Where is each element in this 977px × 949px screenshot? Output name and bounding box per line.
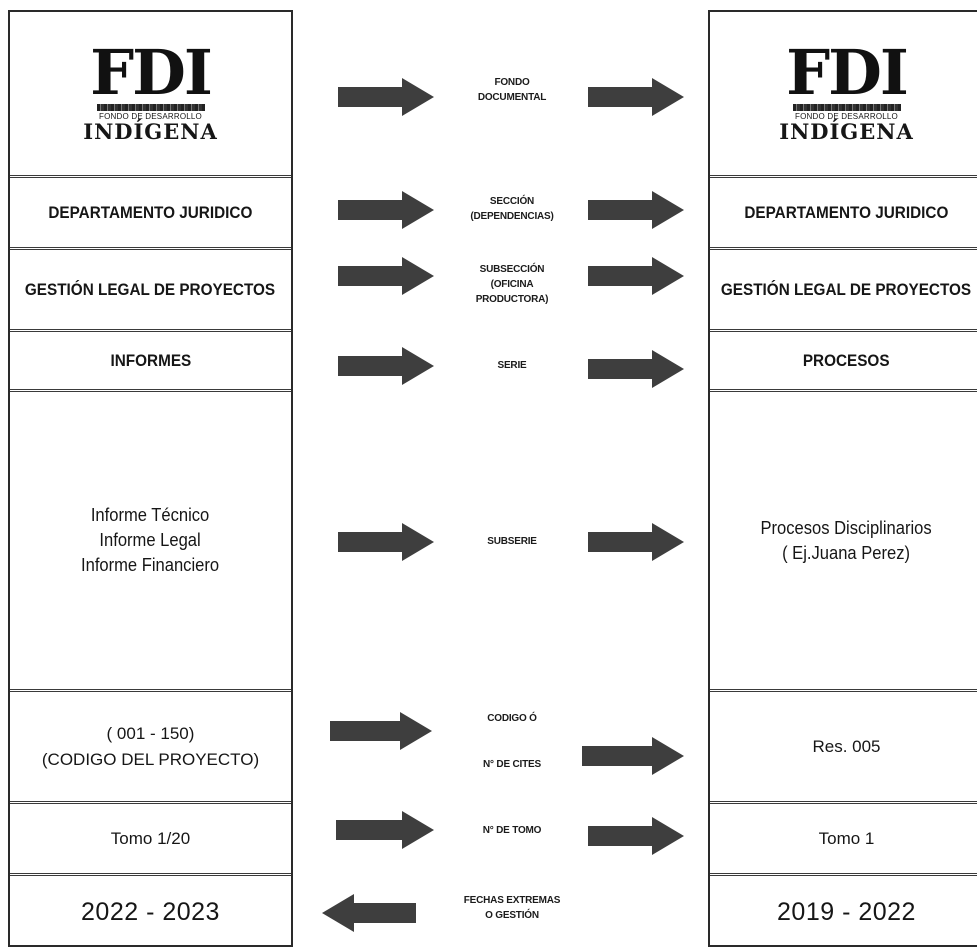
- arrow-right-icon: [588, 191, 684, 229]
- label-line: PRODUCTORA): [475, 294, 549, 305]
- label-line: DOCUMENTAL: [477, 92, 547, 103]
- arrow-right-icon: [588, 78, 684, 116]
- right-code: Res. 005: [812, 736, 881, 756]
- right-years: 2019 - 2022: [777, 898, 916, 926]
- label-subserie: SUBSERIE: [487, 536, 537, 547]
- label-line: FECHAS EXTREMAS: [463, 895, 561, 906]
- left-subseries-2: Informe Legal: [99, 530, 202, 550]
- left-subseries-cell: Informe Técnico Informe Legal Informe Fi…: [10, 392, 291, 692]
- left-subseries-1: Informe Técnico: [91, 505, 210, 525]
- arrow-left-icon: [322, 894, 416, 932]
- right-series-cell: PROCESOS: [710, 332, 977, 392]
- arrow-right-icon: [588, 350, 684, 388]
- arrow-right-icon: [588, 817, 684, 855]
- left-series-cell: INFORMES: [10, 332, 291, 392]
- right-department: DEPARTAMENTO JURIDICO: [744, 202, 949, 222]
- right-office-cell: GESTIÓN LEGAL DE PROYECTOS: [710, 250, 977, 332]
- right-code-cell: Res. 005: [710, 692, 977, 804]
- arrow-right-icon: [582, 737, 684, 775]
- left-department-cell: DEPARTAMENTO JURIDICO: [10, 178, 291, 250]
- left-code-note: (CODIGO DEL PROYECTO): [41, 749, 260, 769]
- label-line: O GESTIÓN: [485, 910, 539, 921]
- arrow-right-icon: [336, 811, 434, 849]
- logo-barcode-stripe: [96, 104, 205, 111]
- arrow-right-icon: [338, 191, 434, 229]
- label-codigo: CODIGO Ó: [487, 713, 537, 724]
- logo-barcode-stripe: [792, 104, 901, 111]
- arrow-right-icon: [338, 523, 434, 561]
- right-years-cell: 2019 - 2022: [710, 876, 977, 949]
- left-years: 2022 - 2023: [81, 898, 220, 926]
- left-volume: Tomo 1/20: [110, 828, 191, 848]
- arrow-right-icon: [338, 347, 434, 385]
- left-volume-cell: Tomo 1/20: [10, 804, 291, 876]
- right-subseries-cell: Procesos Disciplinarios ( Ej.Juana Perez…: [710, 392, 977, 692]
- logo-name: INDÍGENA: [83, 119, 218, 144]
- label-line: SUBSECCIÓN: [479, 264, 545, 275]
- left-office: GESTIÓN LEGAL DE PROYECTOS: [25, 279, 276, 299]
- arrow-right-icon: [588, 257, 684, 295]
- label-line: FONDO: [494, 77, 530, 88]
- arrow-right-icon: [338, 257, 434, 295]
- left-department: DEPARTAMENTO JURIDICO: [48, 202, 253, 222]
- left-subseries-3: Informe Financiero: [81, 555, 220, 575]
- right-volume-cell: Tomo 1: [710, 804, 977, 876]
- right-volume: Tomo 1: [818, 828, 875, 848]
- label-fondo-documental: FONDO DOCUMENTAL: [447, 75, 577, 105]
- logo-name: INDÍGENA: [779, 119, 914, 144]
- left-office-cell: GESTIÓN LEGAL DE PROYECTOS: [10, 250, 291, 332]
- right-office: GESTIÓN LEGAL DE PROYECTOS: [721, 279, 972, 299]
- label-fechas: FECHAS EXTREMAS O GESTIÓN: [447, 893, 577, 923]
- label-line: SECCIÓN: [489, 196, 535, 207]
- right-subseries-2: ( Ej.Juana Perez): [782, 542, 911, 563]
- logo-subtitle: FONDO DE DESARROLLO: [795, 112, 898, 121]
- label-seccion: SECCIÓN (DEPENDENCIAS): [447, 194, 577, 224]
- fdi-logo-left: FDI FONDO DE DESARROLLO INDÍGENA: [10, 12, 291, 178]
- logo-wordmark: FDI: [786, 36, 909, 109]
- label-tomo: N° DE TOMO: [482, 825, 542, 836]
- right-column: FDI FONDO DE DESARROLLO INDÍGENA DEPARTA…: [708, 10, 977, 947]
- right-subseries-1: Procesos Disciplinarios: [760, 517, 933, 538]
- label-subseccion: SUBSECCIÓN (OFICINA PRODUCTORA): [447, 262, 577, 307]
- left-years-cell: 2022 - 2023: [10, 876, 291, 949]
- arrow-right-icon: [588, 523, 684, 561]
- left-series: INFORMES: [110, 350, 191, 370]
- logo-wordmark: FDI: [90, 36, 213, 109]
- label-cites: N° DE CITES: [483, 759, 541, 770]
- label-line: (DEPENDENCIAS): [470, 211, 554, 222]
- fdi-logo-right: FDI FONDO DE DESARROLLO INDÍGENA: [710, 12, 977, 178]
- arrow-right-icon: [330, 712, 432, 750]
- logo-subtitle: FONDO DE DESARROLLO: [99, 112, 202, 121]
- arrow-right-icon: [338, 78, 434, 116]
- label-line: (OFICINA: [490, 279, 534, 290]
- right-department-cell: DEPARTAMENTO JURIDICO: [710, 178, 977, 250]
- left-code-range: ( 001 - 150): [106, 723, 195, 743]
- label-serie: SERIE: [497, 360, 527, 371]
- right-series: PROCESOS: [803, 350, 890, 370]
- left-column: FDI FONDO DE DESARROLLO INDÍGENA DEPARTA…: [8, 10, 293, 947]
- left-code-cell: ( 001 - 150) (CODIGO DEL PROYECTO): [10, 692, 291, 804]
